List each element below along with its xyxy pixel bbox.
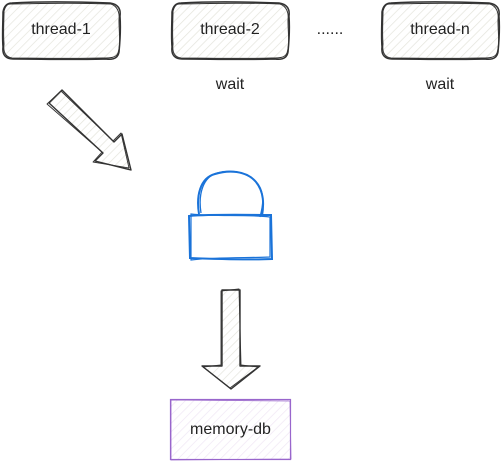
arrow-down-icon (201, 288, 261, 390)
thread-n-wait-label: wait (425, 76, 455, 93)
thread-1-box (1, 1, 122, 61)
thread-2-label: thread-2 (200, 21, 260, 38)
thread-2-wait-label: wait (215, 76, 245, 93)
arrow-down-right-icon (46, 89, 132, 171)
memory-db-label: memory-db (190, 420, 271, 438)
lock-icon (187, 170, 274, 261)
thread-n-box (380, 1, 501, 61)
thread-n-label: thread-n (410, 21, 470, 38)
ellipsis-label: ...... (316, 21, 344, 38)
thread-2-box (170, 1, 291, 61)
thread-1-label: thread-1 (31, 21, 91, 38)
memory-db-box (169, 398, 292, 461)
